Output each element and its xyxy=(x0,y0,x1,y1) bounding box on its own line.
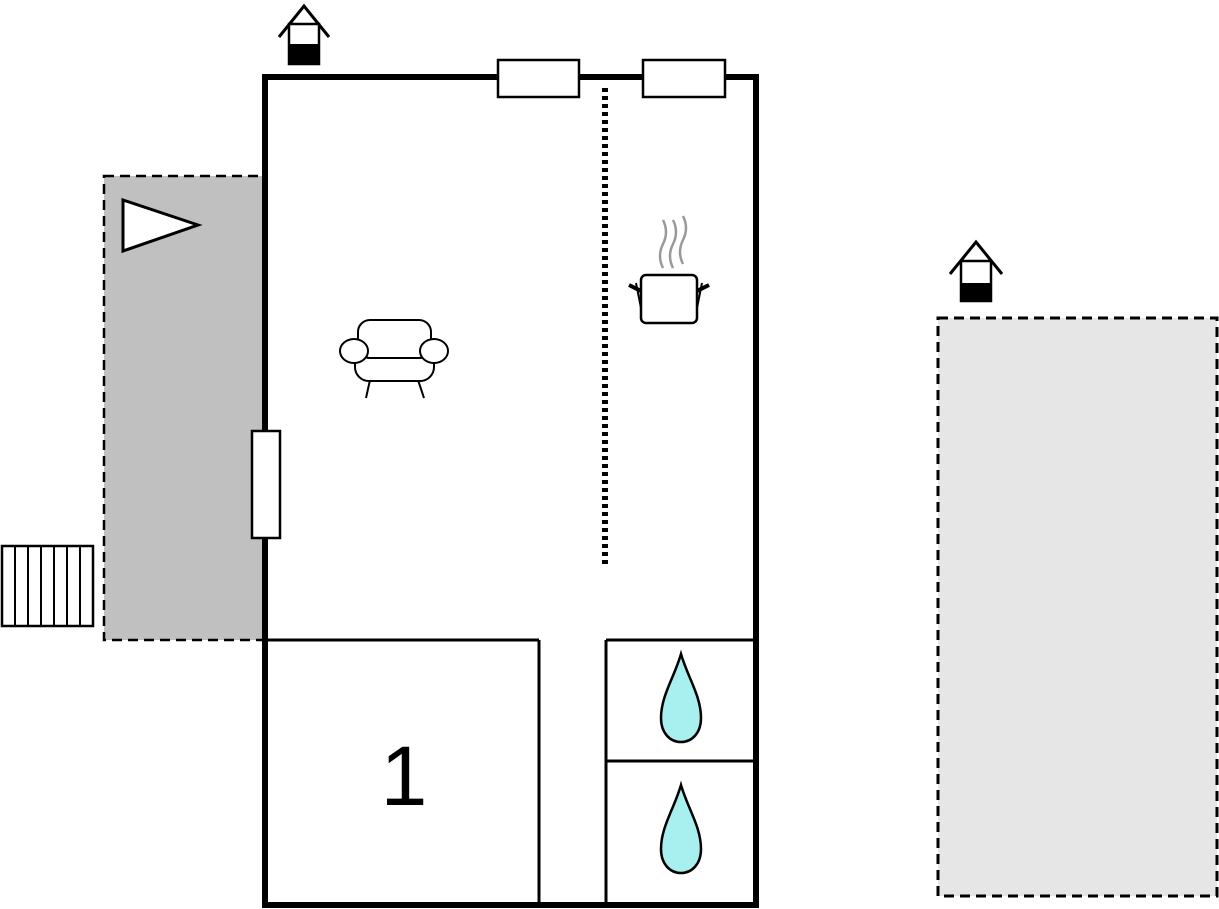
bedroom-number: 1 xyxy=(381,729,428,823)
house-icon xyxy=(277,3,331,66)
terrace-area xyxy=(102,174,267,642)
stairs xyxy=(0,544,95,628)
kitchen-pot-icon xyxy=(628,215,710,325)
main-building-wall xyxy=(262,74,759,908)
interior-walls xyxy=(265,638,756,905)
annex-area xyxy=(936,316,1219,898)
window xyxy=(250,429,282,540)
window xyxy=(496,58,581,99)
water-drop-icon xyxy=(659,649,703,744)
entrance-icon xyxy=(121,197,203,254)
house-icon xyxy=(948,239,1004,303)
sofa-icon xyxy=(339,319,449,399)
water-drop-icon xyxy=(659,780,703,875)
window xyxy=(641,58,727,99)
